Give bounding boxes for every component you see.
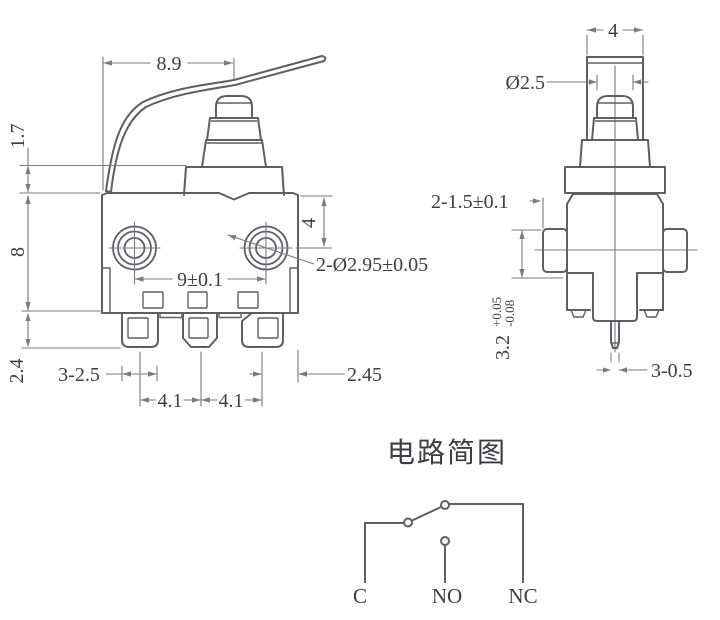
side-view-dimensions: 8.9 1.7 8 2.4 3-2.5 <box>6 53 428 412</box>
front-view-drawing: 4 Ø2.5 2-1.5±0.1 3.2 +0.05 -0.08 <box>431 20 698 382</box>
dim-depth-tol-plus: +0.05 <box>489 297 504 327</box>
lever-arm <box>105 55 327 193</box>
circuit-contact-no <box>440 536 450 546</box>
plunger <box>183 95 285 196</box>
front-view-dimensions: 4 Ø2.5 2-1.5±0.1 3.2 +0.05 -0.08 <box>431 20 693 382</box>
dim-lever-width: 4 <box>608 20 618 42</box>
dim-terminal-height: 2.4 <box>6 359 28 384</box>
dim-pitch-b: 4.1 <box>219 390 244 412</box>
body-front <box>542 193 688 349</box>
dim-body-height: 8 <box>7 247 29 257</box>
dim-pin-thickness: 3-0.5 <box>651 360 693 382</box>
terminals <box>121 312 284 348</box>
circuit-contact-common <box>403 517 413 528</box>
side-view-drawing: 8.9 1.7 8 2.4 3-2.5 <box>6 53 428 412</box>
circuit-line-common <box>364 522 404 583</box>
lever-end <box>586 56 644 141</box>
dim-edge-offset: 2.45 <box>347 364 382 386</box>
plunger-front <box>564 95 666 194</box>
circuit-switch-arm <box>410 506 442 522</box>
dim-depth-group: 3.2 +0.05 -0.08 <box>489 297 517 360</box>
dim-terminal-width: 3-2.5 <box>58 364 100 386</box>
dim-depth-tol-minus: -0.08 <box>502 300 517 327</box>
dim-overtravel: 1.7 <box>7 124 29 149</box>
mounting-hole-left <box>108 221 161 275</box>
circuit-title: 电路简图 <box>387 437 507 469</box>
terminal-label-nc: NC <box>508 584 537 608</box>
dim-hole-span: 9±0.1 <box>177 269 223 291</box>
switch-body <box>101 192 299 319</box>
dim-lever-length: 8.9 <box>157 53 182 75</box>
circuit-diagram: 电路简图 C NO NC <box>353 437 538 608</box>
terminal-label-no: NO <box>432 584 462 608</box>
terminal-label-c: C <box>353 584 367 608</box>
dim-peg-length: 2-1.5±0.1 <box>431 191 509 213</box>
dim-plunger-dia: Ø2.5 <box>506 72 545 94</box>
dim-depth: 3.2 <box>492 335 514 360</box>
circuit-line-nc <box>449 503 524 583</box>
dim-hole-top: 4 <box>298 218 320 228</box>
circuit-contact-nc <box>440 500 450 510</box>
dim-pitch-a: 4.1 <box>158 390 183 412</box>
dim-holes-label: 2-Ø2.95±0.05 <box>316 254 428 276</box>
